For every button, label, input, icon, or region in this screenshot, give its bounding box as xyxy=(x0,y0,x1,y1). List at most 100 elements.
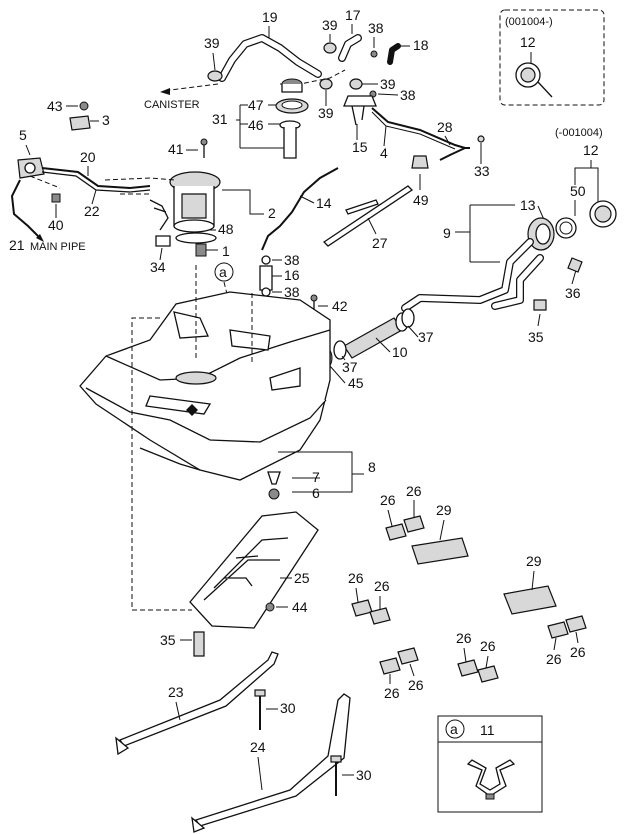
hose-18 xyxy=(387,43,401,65)
clamp-39-b xyxy=(323,42,337,54)
vent-valve-15 xyxy=(343,95,377,126)
callout-6: 6 xyxy=(312,485,320,501)
callout-3: 3 xyxy=(102,112,110,128)
callout-42: 42 xyxy=(332,298,348,314)
callout-8: 8 xyxy=(368,459,376,475)
callout-38-b: 38 xyxy=(400,87,416,103)
vapor-hose-19 xyxy=(218,34,322,82)
callout-26-c: 26 xyxy=(348,570,364,586)
callout-45: 45 xyxy=(348,375,364,391)
nut-44 xyxy=(265,602,275,612)
clamp-39-c xyxy=(349,78,363,90)
callout-37-upper: 37 xyxy=(418,329,434,345)
callout-39-a: 39 xyxy=(204,35,220,51)
callout-26-i: 26 xyxy=(456,630,472,646)
callout-38-c: 38 xyxy=(284,252,300,268)
cap-top xyxy=(281,78,303,93)
bolt-40 xyxy=(51,193,61,203)
callout-41: 41 xyxy=(168,141,184,157)
callout-26-h: 26 xyxy=(408,677,424,693)
callout-34: 34 xyxy=(150,259,166,275)
callout-2: 2 xyxy=(268,205,276,221)
callout-26-g: 26 xyxy=(384,685,400,701)
variant-box-later xyxy=(499,9,605,106)
callout-5: 5 xyxy=(19,127,27,143)
callout-15: 15 xyxy=(352,139,368,155)
svg-text:a: a xyxy=(219,264,227,280)
callout-24: 24 xyxy=(250,739,266,755)
callout-46: 46 xyxy=(248,117,264,133)
pad-group-3 xyxy=(503,585,587,639)
nut-43 xyxy=(79,101,89,111)
filler-neck xyxy=(401,217,555,312)
callout-44: 44 xyxy=(292,599,308,615)
callout-4: 4 xyxy=(380,145,388,161)
callout-30-a: 30 xyxy=(280,700,296,716)
callout-26-d: 26 xyxy=(374,578,390,594)
fuel-cap-tethered xyxy=(515,62,553,98)
screw-41 xyxy=(200,138,208,158)
ring-38-d xyxy=(261,287,271,297)
callout-50: 50 xyxy=(570,183,586,199)
callout-11: 11 xyxy=(480,722,495,738)
callout-39-b: 39 xyxy=(322,17,338,33)
callout-14: 14 xyxy=(316,195,332,211)
callout-17: 17 xyxy=(345,7,361,23)
callout-25: 25 xyxy=(294,570,310,586)
variant-label-earlier: (-001004) xyxy=(555,127,603,139)
fuel-line-20-22 xyxy=(41,167,151,193)
valve-16 xyxy=(259,265,273,291)
pad-group-4 xyxy=(379,647,419,675)
callout-39-c: 39 xyxy=(380,76,396,92)
gasket-46 xyxy=(279,120,301,159)
callout-48: 48 xyxy=(218,221,234,237)
callout-37-lower: 37 xyxy=(342,359,358,375)
cap-gasket xyxy=(555,217,577,239)
sender-1 xyxy=(195,243,207,257)
callout-43: 43 xyxy=(47,98,63,114)
variant-label-later: (001004-) xyxy=(505,16,553,28)
tank-strap-23 xyxy=(115,651,279,756)
clamp-39-a xyxy=(207,70,223,82)
callout-49: 49 xyxy=(413,192,429,208)
callout-28: 28 xyxy=(437,119,453,135)
callout-29-a: 29 xyxy=(436,502,452,518)
bolt-35-top xyxy=(533,299,547,311)
clamp-37-upper xyxy=(395,308,415,332)
fuel-pump-module xyxy=(149,171,221,247)
vapor-line-14 xyxy=(261,167,339,251)
callout-26-f: 26 xyxy=(570,644,586,660)
main-pipe-21 xyxy=(10,179,41,239)
bolt-35-bottom xyxy=(193,631,205,657)
ring-38-c xyxy=(261,255,271,265)
pad-group-1 xyxy=(385,515,469,565)
clamp-39-d xyxy=(319,78,333,90)
callout-26-a: 26 xyxy=(380,492,396,508)
callout-26-j: 26 xyxy=(480,638,496,654)
tank-clip-11 xyxy=(466,759,516,800)
callout-30-b: 30 xyxy=(356,767,372,783)
tank-strap-24 xyxy=(191,693,351,833)
bolt-30-b xyxy=(330,755,342,796)
callout-29-b: 29 xyxy=(526,553,542,569)
pad-group-5 xyxy=(457,659,499,683)
callout-12-earlier: 12 xyxy=(583,142,599,158)
pad-group-2 xyxy=(351,599,391,625)
callout-35-bottom: 35 xyxy=(160,632,176,648)
svg-text:a: a xyxy=(450,721,458,737)
callout-21: 21 xyxy=(9,237,25,253)
callout-19: 19 xyxy=(262,9,278,25)
clip-36 xyxy=(567,257,583,273)
callout-38-d: 38 xyxy=(284,284,300,300)
callout-20: 20 xyxy=(80,149,96,165)
plug-38-a xyxy=(370,50,378,58)
callout-18: 18 xyxy=(413,37,429,53)
pipe-4-28 xyxy=(371,107,470,161)
fuel-tank xyxy=(79,291,331,481)
grommet-33 xyxy=(477,135,485,143)
fuel-cap xyxy=(589,200,617,228)
callout-26-e: 26 xyxy=(546,651,562,667)
fuel-filter-5 xyxy=(17,157,45,179)
callout-1: 1 xyxy=(222,243,230,259)
